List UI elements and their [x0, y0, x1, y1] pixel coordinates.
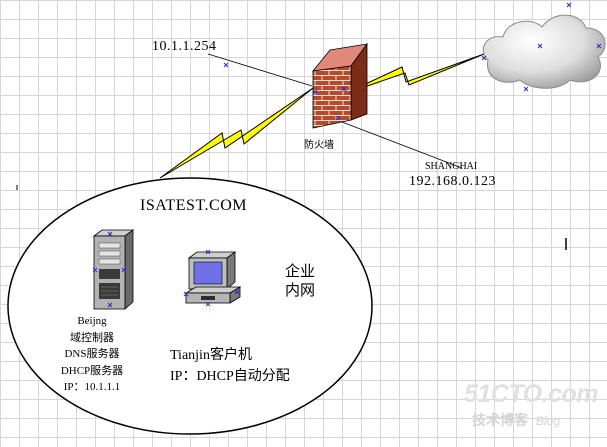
server-label-line: DNS服务器	[64, 348, 120, 360]
zone-label-line: 内网	[285, 283, 316, 299]
client-computer-icon	[184, 251, 242, 304]
watermark-blog-text: Blog	[536, 414, 561, 428]
connection-point-markers	[92, 2, 602, 308]
watermark-sub-text: 技术博客	[472, 412, 528, 428]
lan-link-line	[341, 121, 463, 169]
wan-ip-leader-line	[207, 53, 313, 87]
intranet-boundary	[7, 177, 373, 435]
zone-label-line: 企业	[285, 264, 316, 280]
server-label: Beijng 域控制器 DNS服务器 DHCP服务器 IP：10.1.1.1	[54, 313, 130, 396]
client-label-line: Tianjin客户机	[170, 348, 252, 363]
shanghai-ip-label: 192.168.0.123	[409, 174, 496, 189]
firewall-label: 防火墙	[304, 140, 334, 151]
domain-name-label: ISATEST.COM	[140, 197, 247, 214]
firewall-icon	[312, 42, 368, 129]
wan-ip-label: 10.1.1.254	[152, 39, 217, 54]
watermark-subtitle: 技术博客 Blog	[472, 410, 560, 430]
server-label-line: 域控制器	[70, 331, 114, 344]
intranet-zone-label: 企业 内网	[285, 263, 315, 301]
server-label-line: Beijng	[77, 315, 107, 327]
wan-link-lightning	[159, 87, 314, 179]
watermark: 51CTO.com 技术博客 Blog	[464, 380, 598, 428]
client-label-line: IP：DHCP自动分配	[170, 369, 290, 384]
watermark-logo: 51CTO.com	[464, 380, 598, 408]
internet-cloud-icon	[482, 14, 606, 89]
server-label-line: IP：10.1.1.1	[63, 381, 121, 393]
server-label-line: DHCP服务器	[60, 364, 124, 377]
server-tower-icon	[92, 229, 135, 310]
shanghai-host-label: SHANGHAI	[425, 161, 478, 172]
client-label: Tianjin客户机 IP：DHCP自动分配	[170, 345, 290, 387]
